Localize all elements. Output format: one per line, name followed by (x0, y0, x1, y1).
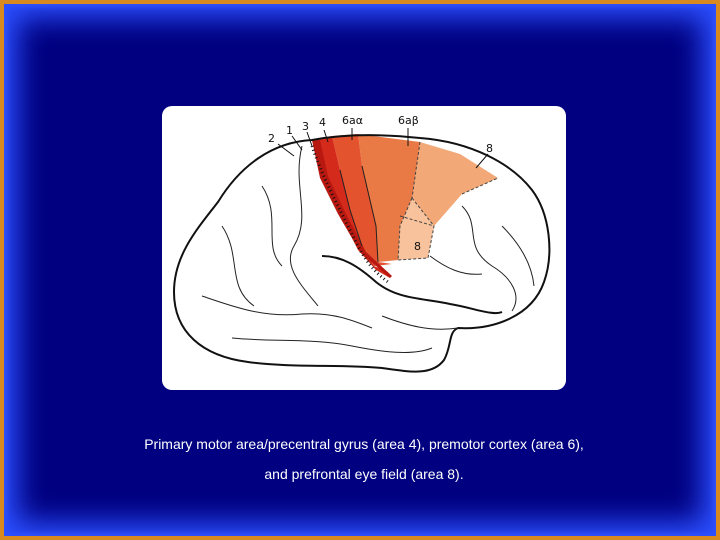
label-area-4: 4 (319, 116, 326, 129)
caption-line-1: Primary motor area/precentral gyrus (are… (4, 436, 720, 452)
slide-background: 2 1 3 4 6aα 6aβ 8 8 Primary motor area/p… (4, 4, 716, 536)
label-area-8-lower: 8 (414, 240, 421, 253)
caption-line-2: and prefrontal eye field (area 8). (4, 466, 720, 482)
label-area-2: 2 (268, 132, 275, 145)
label-area-8-upper: 8 (486, 142, 493, 155)
brain-figure: 2 1 3 4 6aα 6aβ 8 8 (162, 106, 566, 390)
label-area-3: 3 (302, 120, 309, 133)
label-area-6aa: 6aα (342, 114, 363, 127)
label-area-6ab: 6aβ (398, 114, 419, 127)
label-area-1: 1 (286, 124, 293, 137)
brain-diagram: 2 1 3 4 6aα 6aβ 8 8 (162, 106, 566, 390)
lateral-fissure (322, 256, 502, 313)
